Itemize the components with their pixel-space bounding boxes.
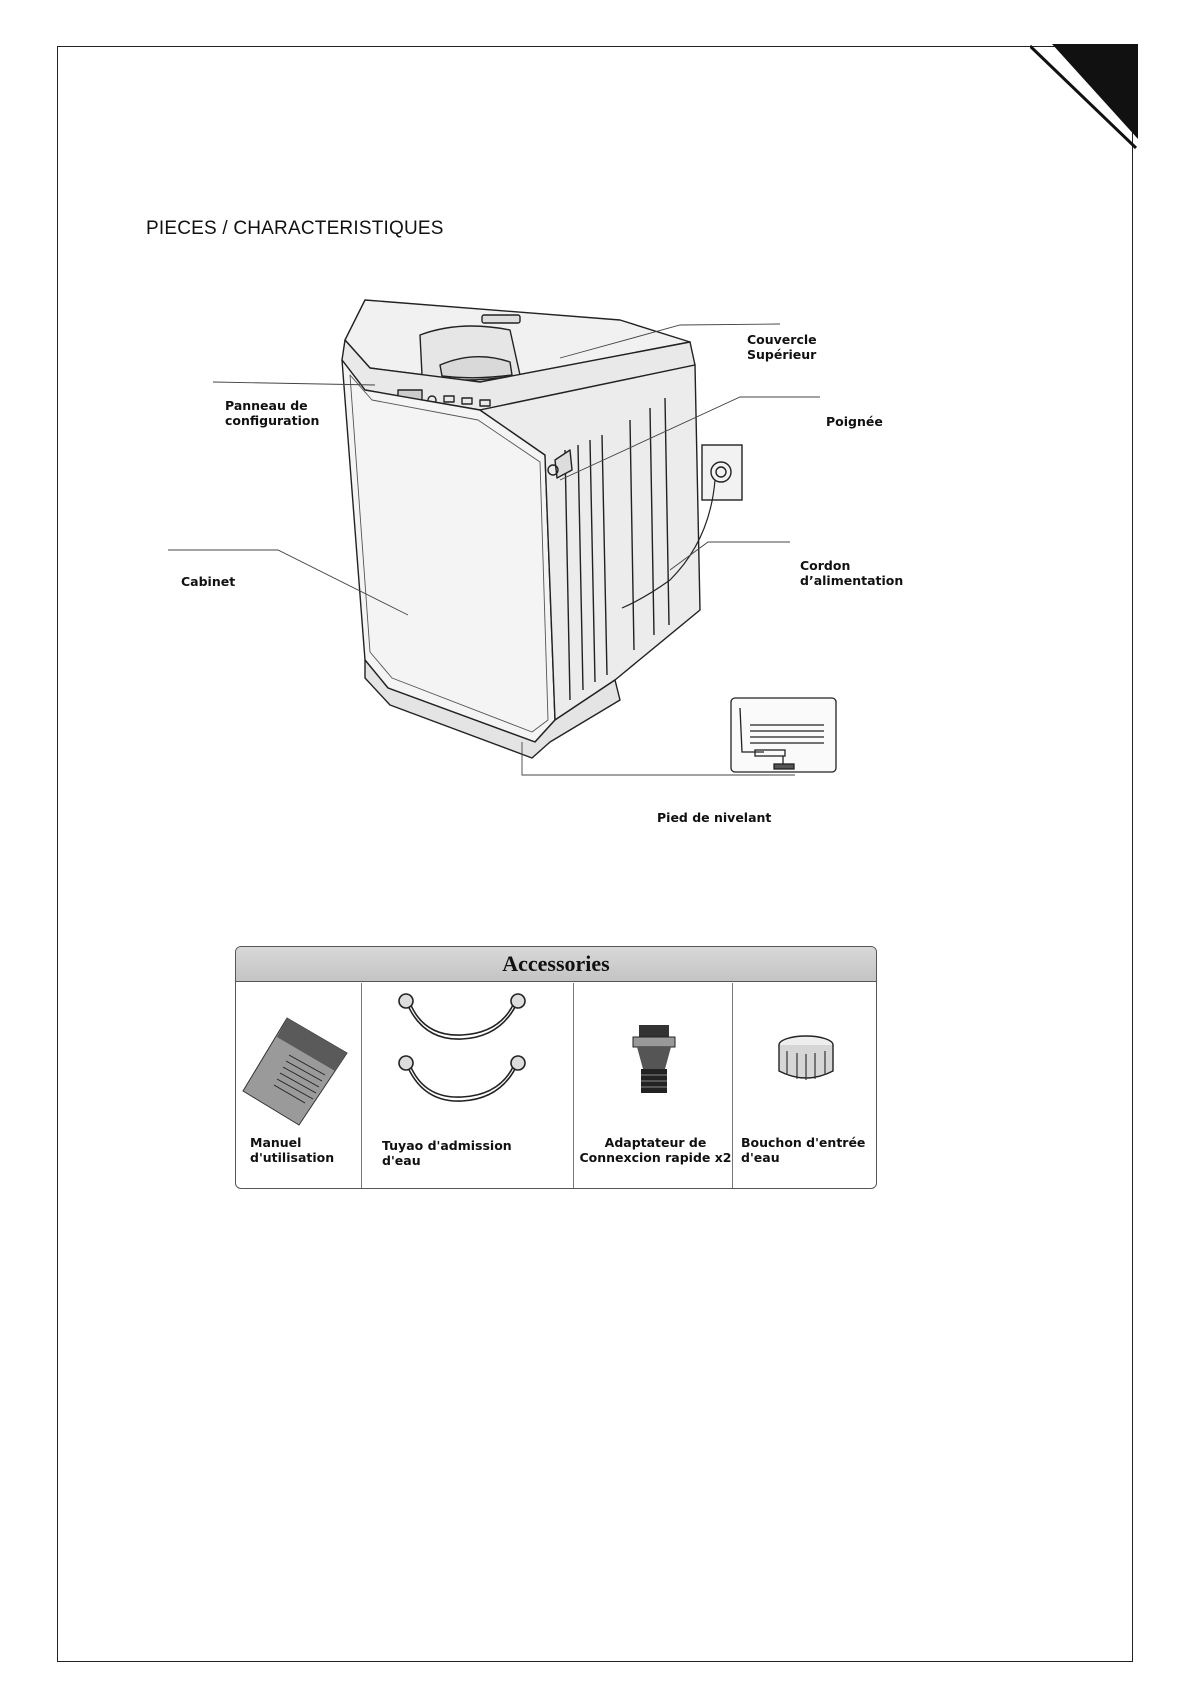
accessory-hose: Tuyao d'admission d'eau <box>361 983 574 1188</box>
accessory-hose-label-line1: Tuyao d'admission <box>382 1138 512 1153</box>
callout-lid-line1: Couvercle <box>747 332 817 347</box>
accessory-hose-label-line2: d'eau <box>382 1153 512 1168</box>
cap-icon <box>771 1033 841 1088</box>
callout-foot: Pied de nivelant <box>657 810 771 825</box>
callout-handle-line1: Poignée <box>826 414 883 429</box>
callout-lid: Couvercle Supérieur <box>747 332 817 362</box>
callout-cord-line2: d’alimentation <box>800 573 903 588</box>
accessory-cap-label: Bouchon d'entrée d'eau <box>741 1135 865 1165</box>
callout-lid-line2: Supérieur <box>747 347 817 362</box>
accessories-title: Accessories <box>236 947 876 982</box>
callout-handle: Poignée <box>826 414 883 429</box>
hose-icon <box>392 991 532 1111</box>
corner-tab-decoration <box>1030 44 1138 149</box>
accessory-adapter-label-line2: Connexcion rapide x2 <box>578 1150 733 1165</box>
accessory-manual-label-line2: d'utilisation <box>250 1150 334 1165</box>
manual-icon <box>239 1013 349 1128</box>
accessory-hose-label: Tuyao d'admission d'eau <box>382 1138 512 1168</box>
accessories-row: Manuel d'utilisation Tuyao d'admission <box>236 983 876 1188</box>
callout-panel: Panneau de configuration <box>225 398 319 428</box>
accessory-manual-label: Manuel d'utilisation <box>250 1135 334 1165</box>
accessory-manual: Manuel d'utilisation <box>236 983 361 1188</box>
accessory-adapter-label: Adaptateur de Connexcion rapide x2 <box>578 1135 733 1165</box>
callout-cord: Cordon d’alimentation <box>800 558 903 588</box>
accessory-cap-label-line2: d'eau <box>741 1150 865 1165</box>
adapter-icon <box>629 1023 679 1097</box>
section-title: PIECES / CHARACTERISTIQUES <box>146 218 444 240</box>
accessory-adapter-label-line1: Adaptateur de <box>578 1135 733 1150</box>
callout-cabinet: Cabinet <box>181 574 235 589</box>
callout-panel-line1: Panneau de <box>225 398 319 413</box>
accessory-cap: Bouchon d'entrée d'eau <box>732 983 877 1188</box>
accessory-adapter: Adaptateur de Connexcion rapide x2 <box>573 983 733 1188</box>
callout-cord-line1: Cordon <box>800 558 903 573</box>
callout-panel-line2: configuration <box>225 413 319 428</box>
accessory-cap-label-line1: Bouchon d'entrée <box>741 1135 865 1150</box>
accessory-manual-label-line1: Manuel <box>250 1135 334 1150</box>
accessories-table: Accessories Manuel d'utilisation <box>235 946 877 1189</box>
callout-foot-line1: Pied de nivelant <box>657 810 771 825</box>
callout-cabinet-line1: Cabinet <box>181 574 235 589</box>
